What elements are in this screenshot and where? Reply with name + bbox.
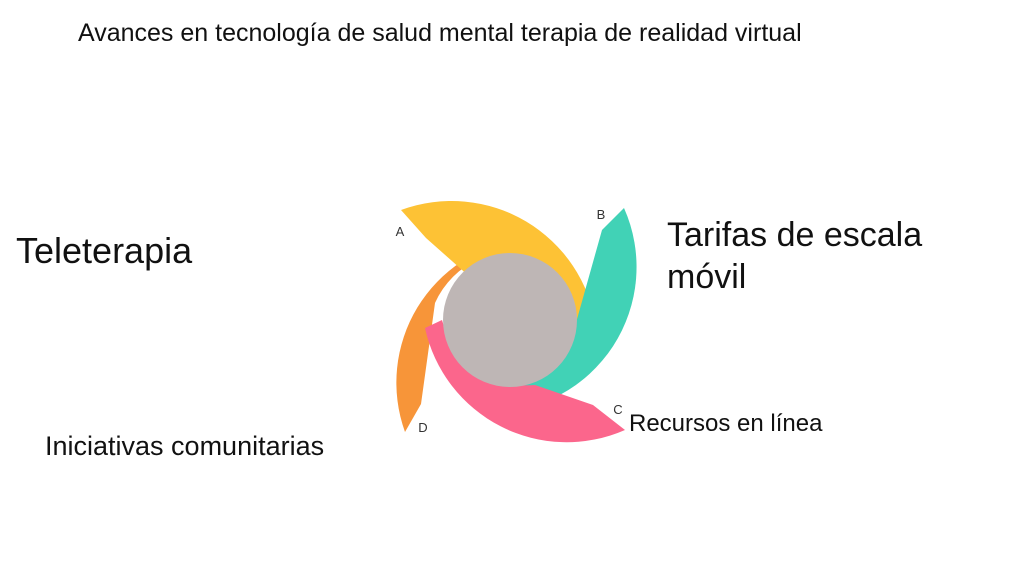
segment-b-letter: B [597, 207, 606, 222]
segment-c-letter: C [613, 402, 622, 417]
segment-b-label: Tarifas de escala móvil [667, 216, 923, 296]
center-circle [443, 253, 577, 387]
segment-d-label: Iniciativas comunitarias [45, 431, 325, 461]
segment-c-blade [425, 320, 625, 443]
segment-d-letter: D [418, 420, 427, 435]
segment-c-label: Recursos en línea [629, 410, 823, 437]
diagram-title: Avances en tecnología de salud mental te… [78, 19, 802, 47]
segment-a-blade [401, 200, 596, 360]
segment-b-blade [468, 208, 637, 413]
segment-a-label: Teleterapia [16, 230, 193, 271]
segment-a-letter: A [396, 224, 405, 239]
segment-d-blade [396, 239, 542, 432]
